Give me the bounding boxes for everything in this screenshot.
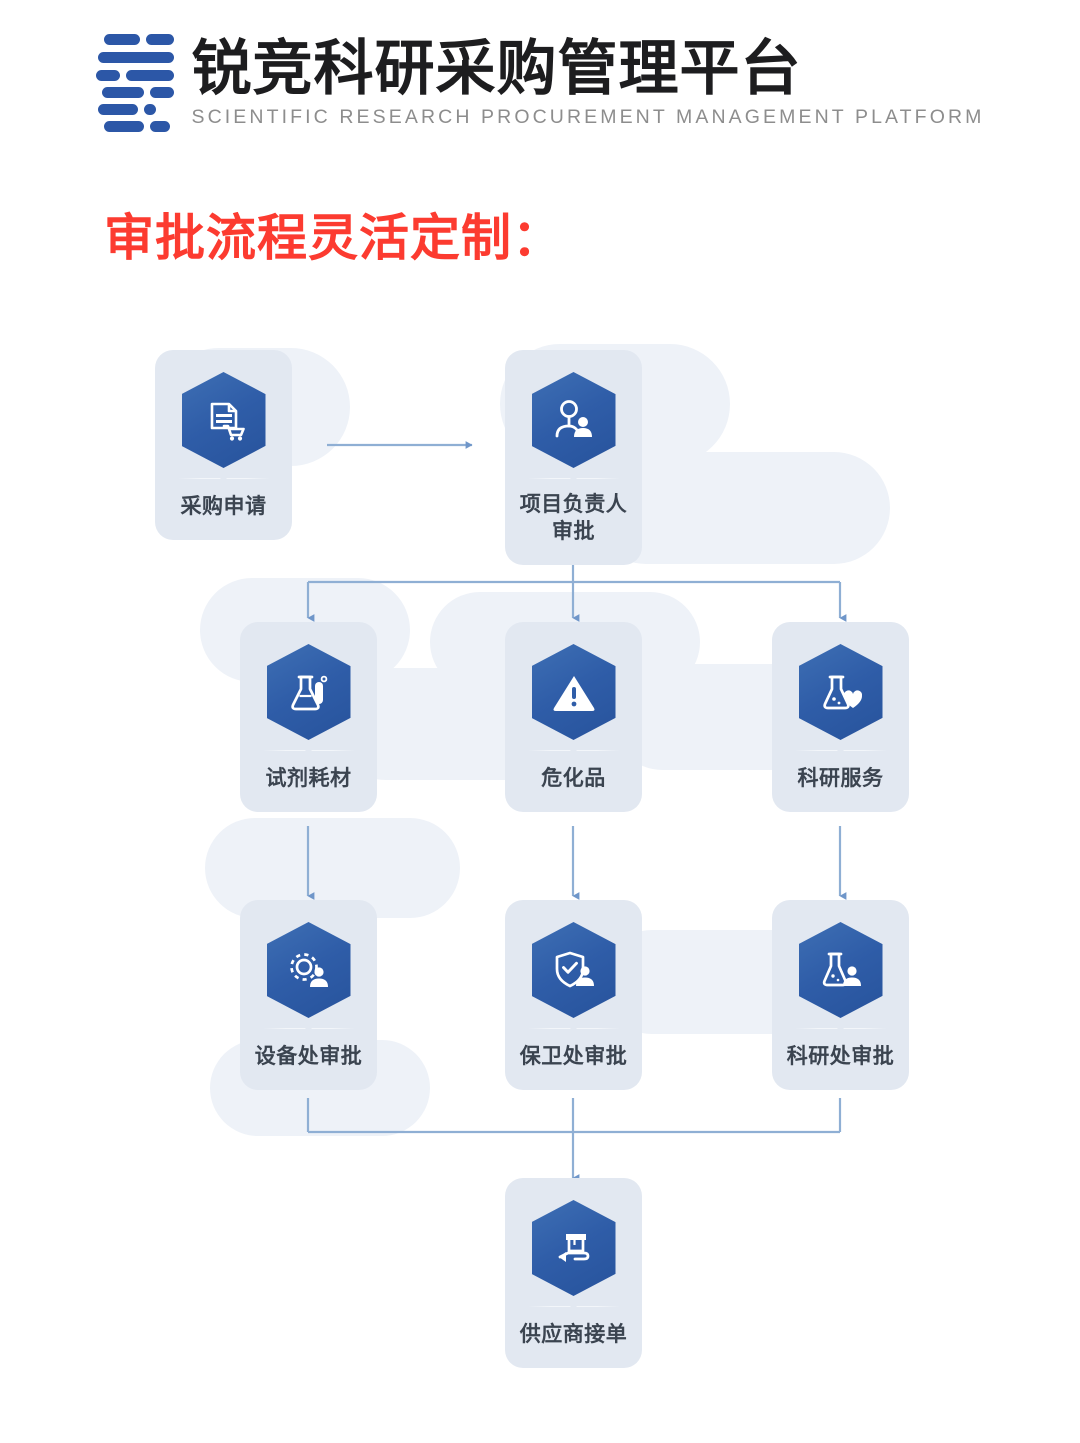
person-approval-icon <box>531 372 616 468</box>
flow-node-equipment-office[interactable]: 设备处审批 <box>240 900 377 1090</box>
flow-node-label: 危化品 <box>541 766 606 790</box>
flow-node-hazardous-chemical[interactable]: 危化品 <box>505 622 642 812</box>
flask-tube-icon <box>266 644 351 740</box>
flow-node-label: 项目负责人 审批 <box>519 492 628 543</box>
flask-person-icon <box>798 922 883 1018</box>
barcode-bars-logo-icon <box>95 34 174 132</box>
node-divider <box>527 1028 620 1029</box>
flask-heart-icon <box>798 644 883 740</box>
flow-node-reagent-consumable[interactable]: 试剂耗材 <box>240 622 377 812</box>
flow-node-label: 科研服务 <box>797 766 884 790</box>
page-title: 锐竞科研采购管理平台 <box>191 33 802 104</box>
gear-person-icon <box>266 922 351 1018</box>
flow-node-supplier-accept[interactable]: 供应商接单 <box>505 1178 642 1368</box>
page-subtitle: SCIENTIFIC RESEARCH PROCUREMENT MANAGEME… <box>191 106 985 129</box>
node-divider <box>177 478 270 479</box>
brand-text: 锐竞科研采购管理平台 SCIENTIFIC RESEARCH PROCUREME… <box>191 33 985 130</box>
flow-node-pi-approval[interactable]: 项目负责人 审批 <box>505 350 642 565</box>
flow-node-research-service[interactable]: 科研服务 <box>772 622 909 812</box>
node-divider <box>527 478 620 479</box>
flow-node-label: 科研处审批 <box>786 1044 895 1068</box>
node-divider <box>527 750 620 751</box>
node-divider <box>262 750 355 751</box>
node-divider <box>794 750 887 751</box>
flow-node-research-office[interactable]: 科研处审批 <box>772 900 909 1090</box>
flow-node-label: 设备处审批 <box>254 1044 363 1068</box>
document-cart-icon <box>181 372 266 468</box>
node-divider <box>527 1306 620 1307</box>
flow-node-label: 试剂耗材 <box>265 766 352 790</box>
section-title: 审批流程灵活定制： <box>104 209 563 267</box>
flow-node-security-office[interactable]: 保卫处审批 <box>505 900 642 1090</box>
node-divider <box>794 1028 887 1029</box>
node-divider <box>262 1028 355 1029</box>
flow-node-purchase-request[interactable]: 采购申请 <box>155 350 292 540</box>
flow-node-label: 保卫处审批 <box>519 1044 628 1068</box>
hand-package-icon <box>531 1200 616 1296</box>
flow-node-label: 供应商接单 <box>519 1322 628 1346</box>
flow-node-label: 采购申请 <box>180 494 267 518</box>
warning-triangle-icon <box>531 644 616 740</box>
brand-header: 锐竞科研采购管理平台 SCIENTIFIC RESEARCH PROCUREME… <box>0 34 1080 132</box>
shield-check-person-icon <box>531 922 616 1018</box>
